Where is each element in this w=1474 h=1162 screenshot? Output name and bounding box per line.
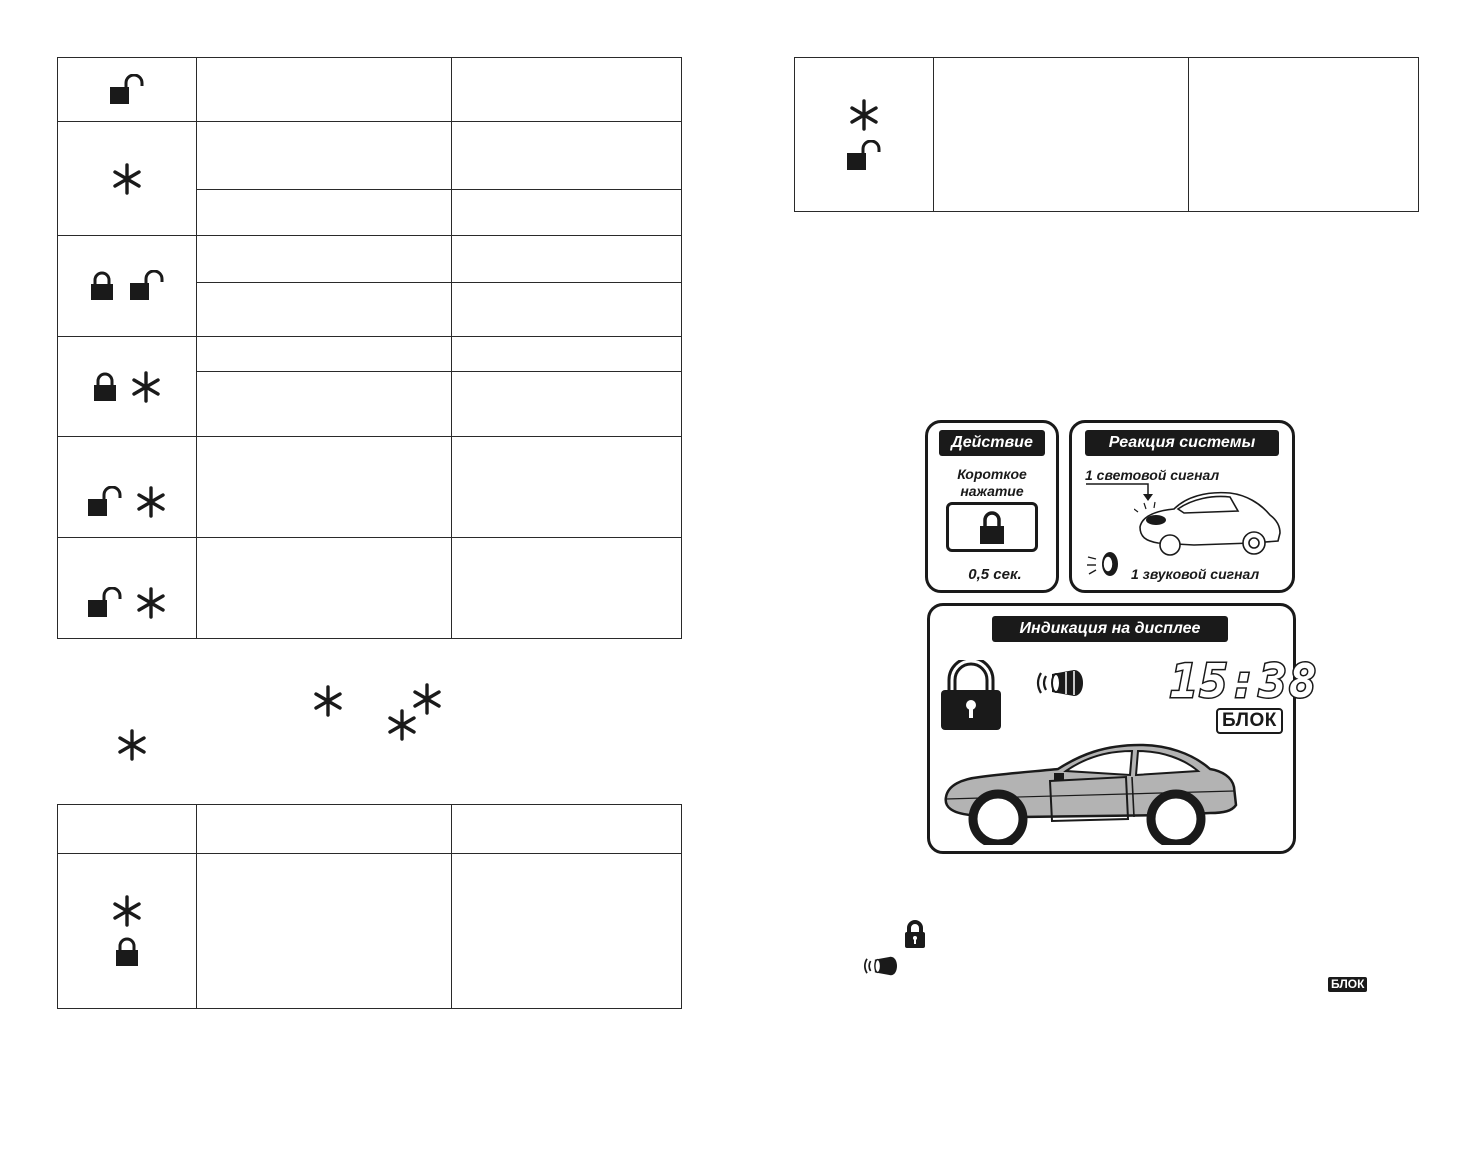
siren-icon bbox=[864, 956, 897, 976]
lock-open-icon bbox=[128, 270, 166, 302]
asterisk-icon bbox=[110, 894, 144, 928]
table-cell bbox=[451, 235, 682, 283]
press-duration: 0,5 сек. bbox=[968, 566, 1022, 583]
action-panel: Действие Короткое нажатие 0,5 сек. bbox=[925, 420, 1059, 593]
table-cell bbox=[451, 189, 682, 236]
siren-icon bbox=[1036, 670, 1083, 696]
asterisk-icon bbox=[410, 682, 444, 721]
action-header: Действие bbox=[939, 430, 1045, 456]
table-cell bbox=[196, 336, 452, 372]
lock-open-icon bbox=[86, 587, 124, 619]
table-cell-icons bbox=[57, 436, 197, 538]
display-header: Индикация на дисплее bbox=[992, 616, 1228, 642]
lock-open-icon bbox=[845, 139, 883, 172]
table-cell bbox=[196, 537, 452, 639]
table-cell bbox=[196, 282, 452, 337]
buttons-table-1 bbox=[57, 57, 682, 639]
light-signal-label: 1 световой сигнал bbox=[1085, 467, 1220, 483]
buttons-table-3 bbox=[794, 57, 1419, 212]
table-cell bbox=[196, 189, 452, 236]
lock-status-badge: БЛОК bbox=[1216, 708, 1283, 734]
table-cell bbox=[451, 537, 682, 639]
short-press-line2: нажатие bbox=[960, 483, 1024, 499]
asterisk-icon bbox=[129, 370, 163, 404]
reaction-header: Реакция системы bbox=[1085, 430, 1279, 456]
asterisk-icon bbox=[311, 684, 345, 723]
table-cell bbox=[451, 436, 682, 538]
car-icon bbox=[1134, 491, 1281, 556]
short-press-line1: Короткое bbox=[957, 466, 1027, 482]
table-cell bbox=[1188, 57, 1419, 212]
display-clock: 15:38 bbox=[1168, 653, 1319, 710]
lock-status-badge: БЛОК bbox=[1328, 977, 1368, 992]
table-cell bbox=[451, 853, 682, 1009]
table-header-cell bbox=[57, 804, 197, 854]
lock-open-icon bbox=[108, 73, 146, 106]
table-header-cell bbox=[451, 804, 682, 854]
table-cell bbox=[451, 57, 682, 122]
table-cell-icons bbox=[794, 57, 934, 212]
lock-closed-icon bbox=[905, 920, 925, 948]
buttons-table-2 bbox=[57, 804, 682, 1009]
asterisk-icon bbox=[847, 98, 881, 132]
lock-open-icon bbox=[86, 486, 124, 518]
asterisk-icon bbox=[115, 728, 149, 767]
table-header-cell bbox=[196, 804, 452, 854]
reaction-panel: Реакция системы 1 световой сигнал 1 звук… bbox=[1069, 420, 1295, 593]
table-cell bbox=[451, 371, 682, 437]
table-cell bbox=[451, 121, 682, 190]
table-cell bbox=[933, 57, 1189, 212]
table-cell bbox=[451, 336, 682, 372]
sound-signal-label: 1 звуковой сигнал bbox=[1131, 566, 1260, 582]
table-cell-icons bbox=[57, 121, 197, 236]
table-cell bbox=[196, 121, 452, 190]
asterisk-icon bbox=[134, 586, 168, 620]
table-cell bbox=[196, 371, 452, 437]
table-cell bbox=[196, 235, 452, 283]
car-icon bbox=[944, 743, 1238, 845]
lock-closed-icon bbox=[91, 371, 119, 403]
table-cell-icons bbox=[57, 853, 197, 1009]
table-cell bbox=[451, 282, 682, 337]
asterisk-icon bbox=[110, 162, 144, 196]
lock-button bbox=[946, 502, 1038, 552]
display-panel: Индикация на дисплее 15:38 БЛОК bbox=[927, 603, 1318, 854]
arrow-line bbox=[1086, 483, 1153, 501]
lock-closed-icon bbox=[980, 511, 1004, 544]
table-cell-icons bbox=[57, 336, 197, 437]
table-cell-icons bbox=[57, 235, 197, 337]
asterisk-icon bbox=[134, 485, 168, 519]
siren-icon bbox=[1087, 552, 1118, 576]
asterisk-icon bbox=[385, 708, 419, 747]
lock-closed-icon bbox=[88, 270, 116, 302]
lock-closed-icon bbox=[941, 660, 1001, 730]
table-cell bbox=[196, 853, 452, 1009]
table-cell bbox=[196, 436, 452, 538]
table-cell-icons bbox=[57, 537, 197, 639]
table-cell bbox=[196, 57, 452, 122]
table-cell-icons bbox=[57, 57, 197, 122]
lock-closed-icon bbox=[113, 936, 141, 968]
